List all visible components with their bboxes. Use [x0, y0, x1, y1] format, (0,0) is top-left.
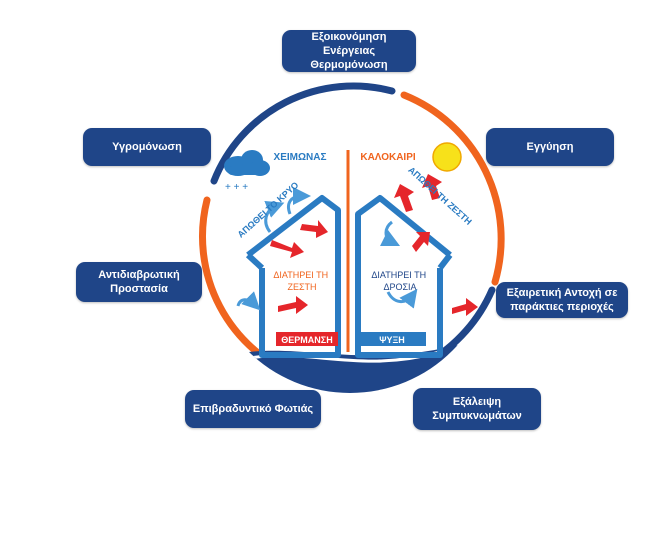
heating-badge [276, 332, 338, 346]
warm-arrows [270, 220, 328, 314]
cooling-badge-label: ΨΥΞΗ [379, 335, 405, 345]
cold-arrows [236, 187, 311, 311]
label-warranty-text: Εγγύηση [526, 140, 574, 153]
summer-repels-label: ΑΠΩΘΕΙ ΤΗ ΖΕΣΤΗ [406, 165, 473, 227]
svg-text:+ + +: + + + [225, 182, 248, 193]
ring-arc-right-orange [400, 91, 505, 286]
winter-keeps-label: ΔΙΑΤΗΡΕΙ ΤΗ ΖΕΣΤΗ [273, 270, 330, 292]
winter-house-outline [246, 195, 341, 358]
ring-arc-top-blue [210, 82, 396, 185]
heat-arrows [394, 174, 478, 316]
label-fire-retardant: Επιβραδυντικό Φωτιάς [185, 390, 321, 428]
label-warranty: Εγγύηση [486, 128, 614, 166]
cool-arrows [379, 220, 418, 309]
summer-title: ΚΑΛΟΚΑΙΡΙ [360, 152, 416, 163]
label-humidity-insulation: Υγρομόνωση [83, 128, 211, 166]
cooling-badge [358, 332, 426, 346]
sun-icon [432, 142, 462, 172]
snow-cloud-icon: + + + [224, 150, 270, 193]
heating-badge-label: ΘΕΡΜΑΝΣΗ [281, 335, 332, 345]
summer-keeps-label: ΔΙΑΤΗΡΕΙ ΤΗ ΔΡΟΣΙΑ [371, 270, 428, 292]
winter-title: ΧΕΙΜΩΝΑΣ [274, 152, 327, 163]
label-humidity-insulation-text: Υγρομόνωση [112, 140, 182, 153]
summer-house-outline [355, 195, 452, 358]
label-fire-retardant-text: Επιβραδυντικό Φωτιάς [192, 402, 314, 415]
